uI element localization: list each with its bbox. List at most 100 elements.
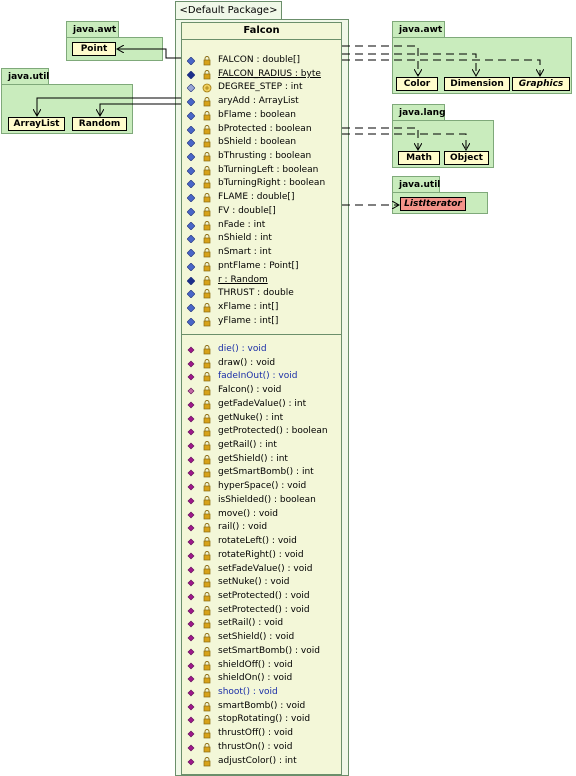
method-icon bbox=[187, 744, 195, 752]
attribute-row[interactable]: bThrusting : boolean bbox=[182, 150, 341, 164]
operation-row[interactable]: die() : void bbox=[182, 343, 341, 357]
attribute-row[interactable]: bTurningLeft : boolean bbox=[182, 164, 341, 178]
attribute-row[interactable]: aryAdd : ArrayList bbox=[182, 95, 341, 109]
operation-row[interactable]: shoot() : void bbox=[182, 686, 341, 700]
operation-row[interactable]: setSmartBomb() : void bbox=[182, 645, 341, 659]
operation-row[interactable]: draw() : void bbox=[182, 357, 341, 371]
operation-label: setFadeValue() : void bbox=[218, 563, 313, 574]
dep-line-color bbox=[342, 45, 418, 76]
operation-label: getNuke() : int bbox=[218, 412, 284, 423]
attribute-row[interactable]: r : Random bbox=[182, 274, 341, 288]
attribute-label: aryAdd : ArrayList bbox=[218, 96, 299, 107]
field-icon bbox=[187, 276, 195, 285]
operation-label: getProtected() : boolean bbox=[218, 426, 328, 437]
lock-icon bbox=[203, 206, 211, 217]
attribute-row[interactable]: xFlame : int[] bbox=[182, 301, 341, 315]
class-object[interactable]: Object bbox=[444, 151, 489, 165]
operation-label: setProtected() : void bbox=[218, 590, 310, 601]
lock-icon bbox=[203, 248, 211, 258]
method-icon bbox=[187, 524, 195, 532]
lock-icon bbox=[203, 165, 211, 176]
operation-row[interactable]: getProtected() : boolean bbox=[182, 425, 341, 439]
attribute-row[interactable]: FALCON : double[] bbox=[182, 54, 341, 68]
operation-row[interactable]: hyperSpace() : void bbox=[182, 480, 341, 494]
operation-row[interactable]: thrustOn() : void bbox=[182, 741, 341, 755]
class-color[interactable]: Color bbox=[396, 77, 438, 91]
field-icon bbox=[187, 194, 195, 203]
method-icon bbox=[187, 428, 195, 436]
attribute-row[interactable]: THRUST : double bbox=[182, 287, 341, 301]
operation-row[interactable]: setFadeValue() : void bbox=[182, 563, 341, 577]
dep-line-graphics bbox=[342, 59, 540, 76]
attribute-row[interactable]: yFlame : int[] bbox=[182, 315, 341, 329]
operation-row[interactable]: setShield() : void bbox=[182, 631, 341, 645]
attribute-row[interactable]: bProtected : boolean bbox=[182, 123, 341, 137]
field-icon bbox=[187, 290, 195, 299]
lock-icon bbox=[203, 372, 211, 382]
attribute-row[interactable]: nShield : int bbox=[182, 232, 341, 246]
class-random[interactable]: Random bbox=[72, 117, 127, 131]
operation-row[interactable]: move() : void bbox=[182, 508, 341, 522]
field-icon bbox=[187, 84, 195, 93]
attribute-row[interactable]: nFade : int bbox=[182, 219, 341, 233]
operation-label: setNuke() : void bbox=[218, 577, 290, 588]
operation-row[interactable]: adjustColor() : int bbox=[182, 755, 341, 769]
attribute-row[interactable]: FALCON_RADIUS : byte bbox=[182, 68, 341, 82]
attribute-row[interactable]: bFlame : boolean bbox=[182, 109, 341, 123]
attribute-row[interactable]: pntFlame : Point[] bbox=[182, 260, 341, 274]
operation-row[interactable]: getSmartBomb() : int bbox=[182, 466, 341, 480]
operation-row[interactable]: shieldOff() : void bbox=[182, 659, 341, 673]
method-icon bbox=[187, 634, 195, 642]
operation-row[interactable]: rotateLeft() : void bbox=[182, 535, 341, 549]
lock-icon bbox=[203, 605, 211, 616]
package-tab-java-awt-left: java.awt bbox=[66, 21, 119, 38]
operation-row[interactable]: smartBomb() : void bbox=[182, 700, 341, 714]
attribute-label: bTurningLeft : boolean bbox=[218, 164, 319, 175]
operation-row[interactable]: fadeInOut() : void bbox=[182, 370, 341, 384]
operation-label: getShield() : int bbox=[218, 453, 288, 464]
method-icon bbox=[187, 758, 195, 765]
operation-row[interactable]: thrustOff() : void bbox=[182, 727, 341, 741]
lock-icon bbox=[203, 358, 211, 369]
method-icon bbox=[187, 346, 195, 354]
attribute-row[interactable]: bShield : boolean bbox=[182, 136, 341, 150]
operation-row[interactable]: setNuke() : void bbox=[182, 576, 341, 590]
operation-row[interactable]: setProtected() : void bbox=[182, 590, 341, 604]
operation-label: rotateRight() : void bbox=[218, 549, 304, 560]
operation-row[interactable]: setRail() : void bbox=[182, 617, 341, 631]
attribute-row[interactable]: DEGREE_STEP : int bbox=[182, 81, 341, 95]
operation-label: move() : void bbox=[218, 508, 278, 519]
field-icon bbox=[187, 98, 195, 107]
operation-row[interactable]: Falcon() : void bbox=[182, 384, 341, 398]
attribute-row[interactable]: FV : double[] bbox=[182, 205, 341, 219]
attribute-row[interactable]: nSmart : int bbox=[182, 246, 341, 260]
operation-row[interactable]: getFadeValue() : int bbox=[182, 398, 341, 412]
class-listiterator[interactable]: ListIterator bbox=[400, 197, 466, 211]
class-falcon[interactable]: Falcon FALCON : double[]FALCON_RADIUS : … bbox=[181, 22, 342, 775]
operation-label: getSmartBomb() : int bbox=[218, 467, 314, 478]
assoc-line-random bbox=[100, 103, 181, 116]
class-math[interactable]: Math bbox=[398, 151, 440, 165]
class-point[interactable]: Point bbox=[72, 42, 116, 56]
attribute-row[interactable]: FLAME : double[] bbox=[182, 191, 341, 205]
operation-row[interactable]: getRail() : int bbox=[182, 439, 341, 453]
operation-row[interactable]: getShield() : int bbox=[182, 453, 341, 467]
field-icon bbox=[187, 235, 195, 244]
operation-row[interactable]: setProtected() : void bbox=[182, 604, 341, 618]
operation-label: setProtected() : void bbox=[218, 604, 310, 615]
operation-row[interactable]: rotateRight() : void bbox=[182, 549, 341, 563]
operation-row[interactable]: rail() : void bbox=[182, 521, 341, 535]
dep-line-object bbox=[342, 133, 466, 150]
operation-row[interactable]: getNuke() : int bbox=[182, 412, 341, 426]
operation-row[interactable]: stopRotating() : void bbox=[182, 713, 341, 727]
field-icon bbox=[187, 166, 195, 175]
class-graphics[interactable]: Graphics bbox=[512, 77, 570, 91]
package-tab-java-util-left: java.util bbox=[1, 68, 49, 85]
field-icon bbox=[187, 317, 195, 326]
class-dimension[interactable]: Dimension bbox=[444, 77, 510, 91]
operation-row[interactable]: shieldOn() : void bbox=[182, 672, 341, 686]
attribute-row[interactable]: bTurningRight : boolean bbox=[182, 177, 341, 191]
operation-row[interactable]: isShielded() : boolean bbox=[182, 494, 341, 508]
class-arraylist[interactable]: ArrayList bbox=[8, 117, 65, 131]
